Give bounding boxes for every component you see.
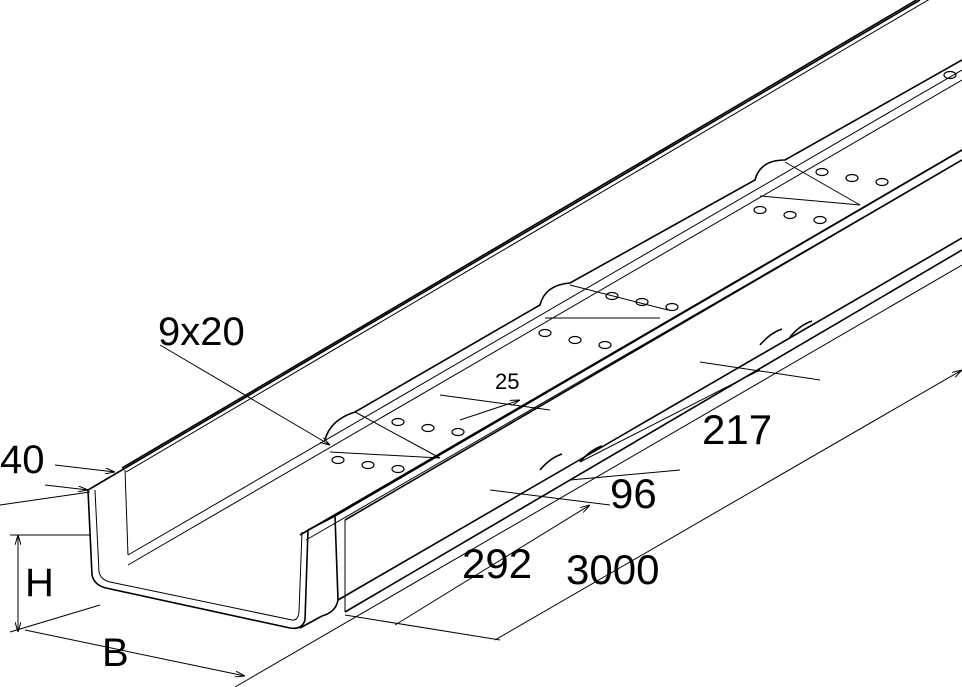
length-label: 3000 <box>566 546 659 593</box>
perforation-gap-label: 96 <box>610 470 657 517</box>
back-wall <box>87 0 930 556</box>
perforation-pitch-label: 292 <box>462 540 532 587</box>
slot-size-label: 9x20 <box>158 310 245 354</box>
dimension-lines <box>0 264 962 687</box>
perforation-length-label: 217 <box>702 406 772 453</box>
slot-pitch-label: 25 <box>495 369 519 394</box>
flange-label: 40 <box>0 438 45 482</box>
front-wall <box>334 149 962 613</box>
width-label: B <box>102 631 129 675</box>
slot-bands <box>324 59 962 474</box>
height-label: H <box>25 561 54 605</box>
tray-profile <box>87 489 339 630</box>
